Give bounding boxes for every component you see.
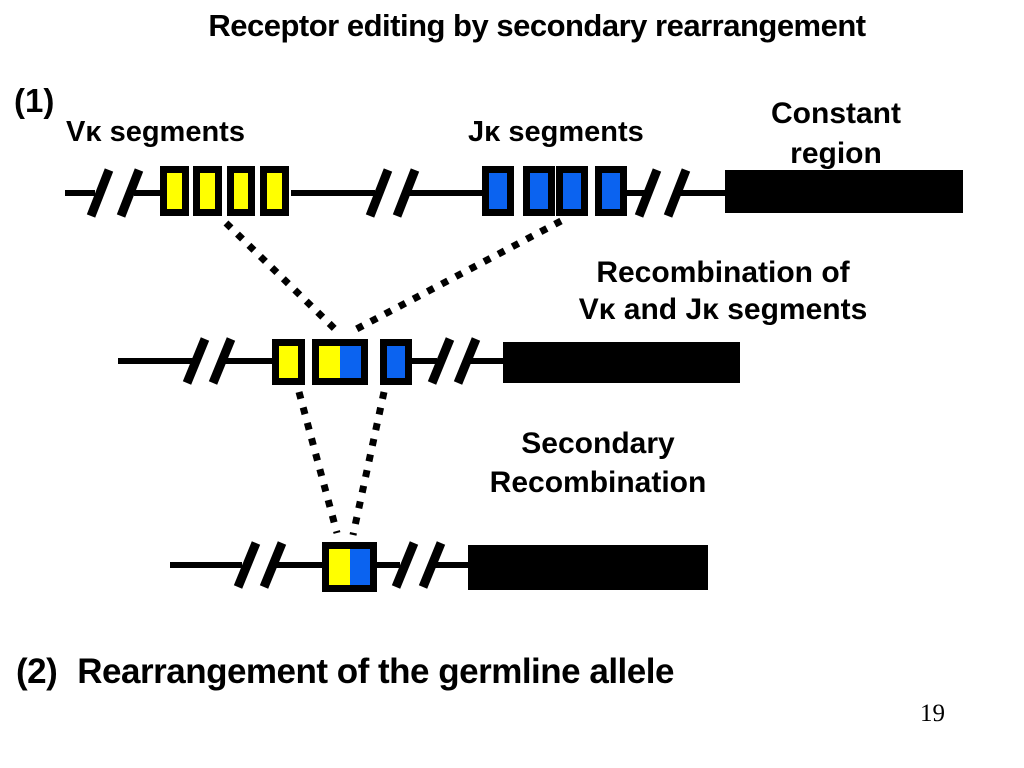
recombination-guides-1 bbox=[223, 217, 563, 337]
constant-region-label-line2: region bbox=[790, 137, 882, 170]
v-segment bbox=[329, 549, 350, 585]
j-segment bbox=[523, 166, 555, 216]
break-slash-icon bbox=[208, 337, 236, 385]
step-1-marker: (1) bbox=[14, 82, 55, 119]
constant-region-bar bbox=[468, 545, 708, 590]
j-segment bbox=[595, 166, 627, 216]
v-segment bbox=[272, 339, 305, 385]
j-segment bbox=[350, 549, 371, 585]
break-slash-icon bbox=[663, 168, 691, 218]
constant-region-bar bbox=[725, 170, 963, 213]
j-segment bbox=[556, 166, 588, 216]
constant-region-bar bbox=[503, 342, 740, 383]
recombination-guides-2 bbox=[295, 391, 388, 536]
recombination-label: Recombination of Vκ and Jκ segments bbox=[545, 254, 901, 328]
secondary-recombination-label: Secondary Recombination bbox=[448, 424, 748, 502]
recombination-dotted-line bbox=[223, 220, 342, 336]
j-segment bbox=[482, 166, 514, 216]
break-slash-icon bbox=[365, 168, 393, 218]
recombination-dotted-line bbox=[347, 217, 563, 337]
step-2-marker: (2) bbox=[16, 652, 58, 691]
j-segments-label: Jκ segments bbox=[468, 116, 644, 148]
recombination-dotted-line bbox=[349, 391, 388, 536]
v-segment bbox=[160, 166, 189, 216]
step-2-text: Rearrangement of the germline allele bbox=[77, 652, 674, 691]
vj-joined-pair bbox=[312, 339, 368, 385]
vj-pair-border bbox=[312, 339, 368, 385]
v-segment bbox=[319, 346, 340, 379]
step-2-caption: (2) Rearrangement of the germline allele bbox=[16, 652, 674, 692]
germline-allele-row bbox=[65, 166, 963, 218]
vj-pair-border bbox=[322, 542, 377, 592]
break-slash-icon bbox=[259, 541, 287, 589]
break-slash-icon bbox=[392, 168, 420, 218]
break-slash-icon bbox=[86, 168, 114, 218]
v-segments-label: Vκ segments bbox=[66, 116, 245, 148]
recombination-dotted-line bbox=[295, 391, 341, 534]
break-slash-icon bbox=[391, 541, 419, 589]
vj-joined-pair bbox=[322, 542, 377, 592]
break-slash-icon bbox=[453, 337, 481, 385]
j-segment bbox=[340, 346, 362, 379]
v-segment bbox=[260, 166, 289, 216]
break-slash-icon bbox=[427, 337, 455, 385]
break-slash-icon bbox=[182, 337, 210, 385]
secondary-recombination-label-line2: Recombination bbox=[489, 466, 707, 499]
v-segment bbox=[227, 166, 255, 216]
secondary-recombined-row bbox=[170, 541, 708, 592]
v-segment bbox=[193, 166, 222, 216]
secondary-recombination-label-line1: Secondary bbox=[521, 427, 675, 460]
break-slash-icon bbox=[233, 541, 261, 589]
break-slash-icon bbox=[116, 168, 144, 218]
slide-title: Receptor editing by secondary rearrangem… bbox=[208, 8, 866, 43]
recombination-label-line1: Recombination of bbox=[596, 256, 850, 289]
j-segment bbox=[380, 339, 412, 385]
page-number: 19 bbox=[920, 700, 945, 727]
vj-recombined-row bbox=[118, 337, 740, 385]
break-slash-icon bbox=[418, 541, 446, 589]
constant-region-label-line1: Constant bbox=[771, 97, 901, 130]
recombination-label-line2: Vκ and Jκ segments bbox=[578, 293, 868, 326]
break-slash-icon bbox=[634, 168, 662, 218]
constant-region-label: Constant region bbox=[716, 94, 956, 174]
